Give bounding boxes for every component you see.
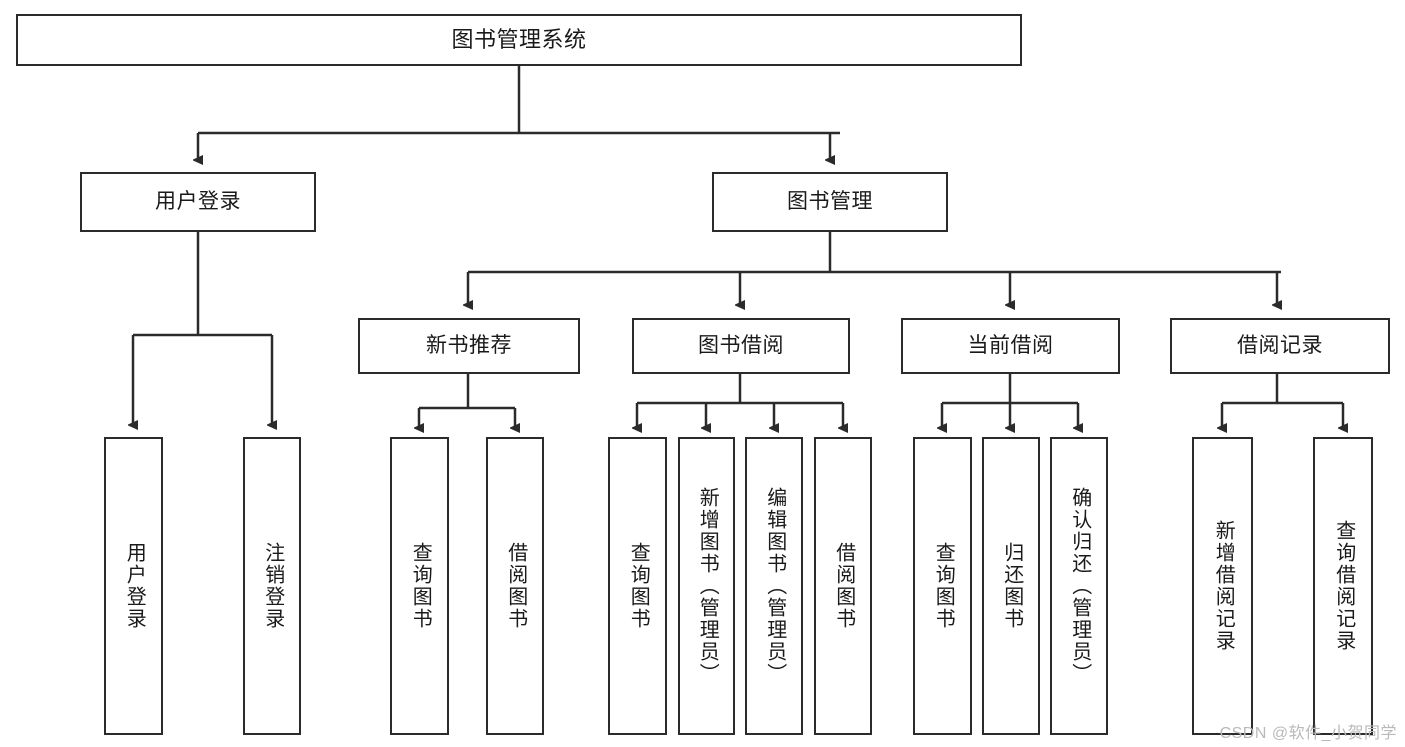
- leaf-logout[interactable]: 注销登录: [243, 437, 301, 735]
- node-label: 查询借阅记录: [1332, 520, 1355, 652]
- leaf-borrow-book-2[interactable]: 借阅图书: [814, 437, 872, 735]
- node-label: 新增图书（管理员）: [696, 487, 719, 685]
- leaf-query-book-3[interactable]: 查询图书: [913, 437, 972, 735]
- node-label: 当前借阅: [967, 333, 1054, 357]
- node-label: 注销登录: [261, 542, 284, 630]
- node-label: 确认归还（管理员）: [1068, 487, 1091, 685]
- node-label: 查询图书: [932, 542, 955, 630]
- node-label: 图书管理: [787, 189, 873, 213]
- node-label: 查询图书: [627, 542, 650, 630]
- node-current-borrow[interactable]: 当前借阅: [901, 318, 1120, 374]
- leaf-confirm-return[interactable]: 确认归还（管理员）: [1050, 437, 1108, 735]
- leaf-edit-book[interactable]: 编辑图书（管理员）: [745, 437, 803, 735]
- csdn-watermark: CSDN @软件_小贺同学: [1219, 725, 1397, 742]
- node-label: 用户登录: [155, 189, 241, 213]
- node-label: 图书管理系统: [451, 27, 587, 53]
- node-label: 新书推荐: [426, 333, 512, 357]
- leaf-add-book[interactable]: 新增图书（管理员）: [678, 437, 735, 735]
- node-label: 新增借阅记录: [1212, 520, 1235, 652]
- node-root-system[interactable]: 图书管理系统: [16, 14, 1022, 66]
- leaf-return-book[interactable]: 归还图书: [982, 437, 1040, 735]
- node-label: 用户登录: [123, 542, 146, 630]
- leaf-add-record[interactable]: 新增借阅记录: [1192, 437, 1253, 735]
- node-label: 查询图书: [409, 542, 432, 630]
- leaf-borrow-book-1[interactable]: 借阅图书: [486, 437, 544, 735]
- node-borrow-record[interactable]: 借阅记录: [1170, 318, 1390, 374]
- node-label: 借阅图书: [504, 542, 527, 630]
- node-label: 归还图书: [1000, 542, 1023, 630]
- node-book-borrow[interactable]: 图书借阅: [632, 318, 850, 374]
- node-label: 借阅图书: [832, 542, 855, 630]
- leaf-query-book-1[interactable]: 查询图书: [390, 437, 449, 735]
- node-label: 图书借阅: [698, 333, 784, 357]
- leaf-query-book-2[interactable]: 查询图书: [608, 437, 667, 735]
- node-user-login[interactable]: 用户登录: [80, 172, 316, 232]
- node-new-book-rec[interactable]: 新书推荐: [358, 318, 580, 374]
- node-book-manage[interactable]: 图书管理: [712, 172, 948, 232]
- leaf-query-record[interactable]: 查询借阅记录: [1313, 437, 1373, 735]
- node-label: 借阅记录: [1237, 333, 1323, 357]
- node-label: 编辑图书（管理员）: [763, 487, 786, 685]
- leaf-user-login[interactable]: 用户登录: [104, 437, 163, 735]
